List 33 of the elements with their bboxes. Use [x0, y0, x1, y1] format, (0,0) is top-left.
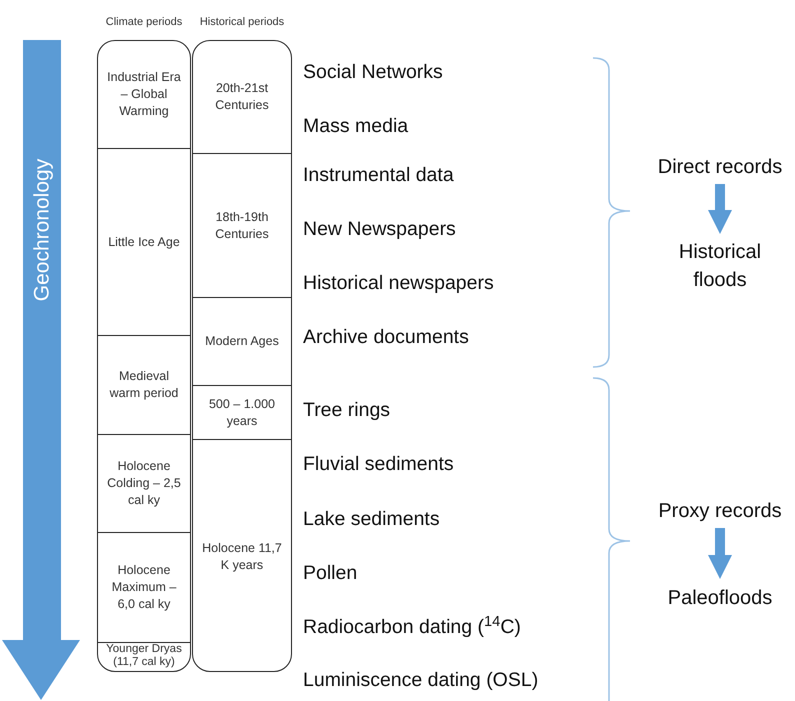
- record-source-text: Radiocarbon dating ($^{14}$C): [303, 614, 521, 640]
- column-heading: Climate periods: [106, 15, 182, 30]
- column-heading: Historical periods: [200, 15, 284, 30]
- record-source-text: Lake sediments: [303, 507, 440, 532]
- record-source-text: Luminiscence dating (OSL): [303, 668, 538, 693]
- period-cell: 18th-19th Centuries: [193, 153, 291, 297]
- down-arrow: [708, 528, 732, 579]
- period-cell: 20th-21st Centuries: [193, 41, 291, 153]
- period-cell: Medieval warm period: [98, 335, 190, 434]
- record-source-text: Archive documents: [303, 325, 469, 350]
- timeline-arrow: [2, 40, 80, 700]
- record-source-text: Tree rings: [303, 398, 390, 423]
- period-cell: Holocene Maximum – 6,0 cal ky: [98, 532, 190, 642]
- record-source-text: Social Networks: [303, 60, 443, 85]
- down-arrow: [708, 184, 732, 234]
- record-source-text: Mass media: [303, 114, 408, 139]
- period-cell: 500 – 1.000 years: [193, 385, 291, 439]
- period-cell: Younger Dryas (11,7 cal ky): [98, 642, 190, 671]
- period-cell: Modern Ages: [193, 297, 291, 385]
- record-type-text: Proxy records: [650, 496, 790, 526]
- record-source-text: Fluvial sediments: [303, 452, 454, 477]
- record-source-text: Historical newspapers: [303, 271, 494, 296]
- record-type-text: Historical floods: [650, 238, 790, 294]
- record-type-text: Direct records: [650, 152, 790, 182]
- record-source-text: Instrumental data: [303, 163, 454, 188]
- period-cell: Little Ice Age: [98, 148, 190, 335]
- period-cell: Industrial Era – Global Warming: [98, 41, 190, 148]
- record-source-text: New Newspapers: [303, 217, 456, 242]
- period-cell: Holocene 11,7 K years: [193, 439, 291, 671]
- period-cell: Holocene Colding – 2,5 cal ky: [98, 434, 190, 532]
- record-source-text: Pollen: [303, 561, 358, 586]
- arrow-label: Geochronology: [29, 158, 54, 302]
- record-type-text: Paleofloods: [650, 583, 790, 613]
